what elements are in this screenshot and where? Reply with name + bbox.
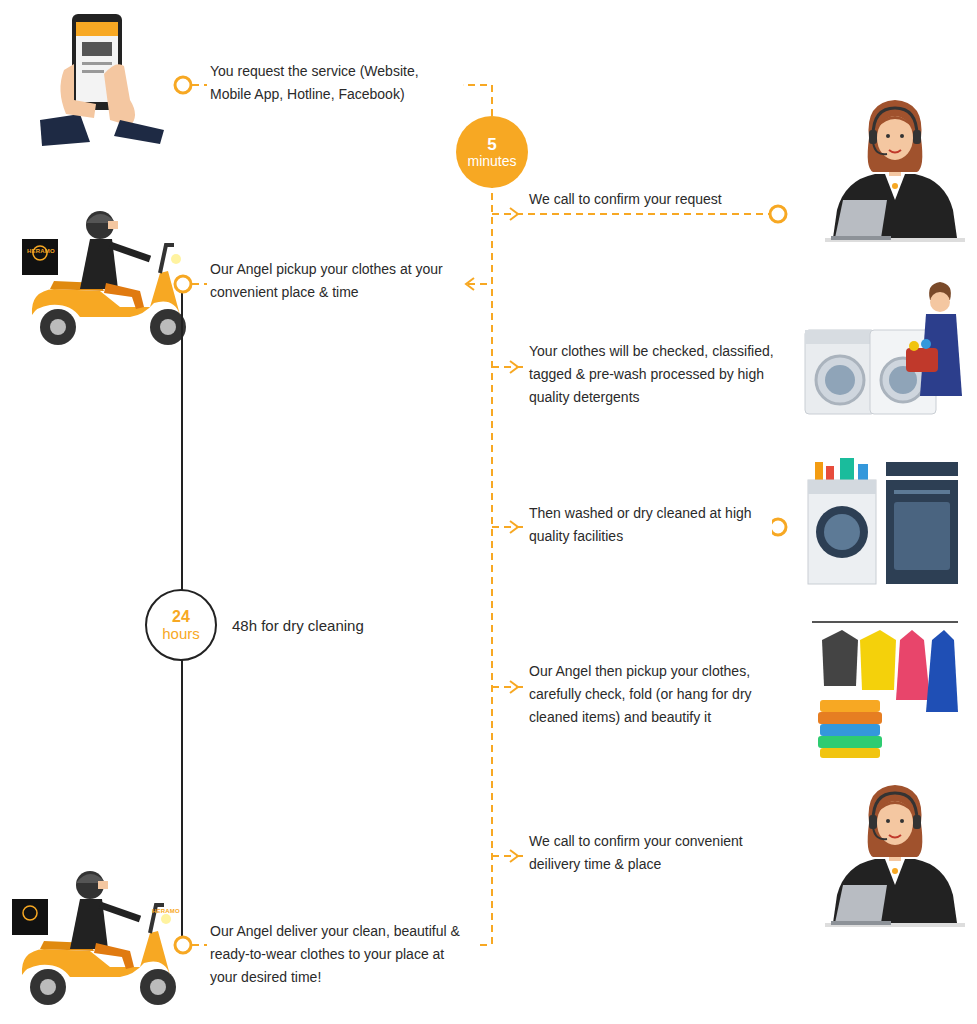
step-text: Your clothes will be checked, classified… — [526, 340, 794, 409]
brand-mark: HERAMO — [23, 248, 59, 255]
circle-number: 5 — [487, 136, 496, 154]
step-text: We call to confirm your convenient deili… — [526, 830, 794, 876]
circle-unit: minutes — [467, 154, 516, 169]
circle-unit: hours — [162, 626, 200, 642]
step-text: Our Angel pickup your clothes at your co… — [207, 258, 463, 304]
circle-number: 24 — [172, 609, 190, 626]
step-text: Our Angel then pickup your clothes, care… — [526, 660, 794, 729]
duration-circle: 24hours — [145, 589, 217, 661]
step-text: You request the service (Website, Mobile… — [207, 60, 463, 106]
time-circle: 5minutes — [456, 116, 528, 188]
step-text: Then washed or dry cleaned at high quali… — [526, 502, 772, 548]
duration-note: 48h for dry cleaning — [229, 614, 367, 637]
step-text: We call to confirm your request — [526, 188, 725, 211]
brand-mark: HERAMO — [148, 908, 184, 915]
step-text: Our Angel deliver your clean, beautiful … — [207, 920, 475, 989]
